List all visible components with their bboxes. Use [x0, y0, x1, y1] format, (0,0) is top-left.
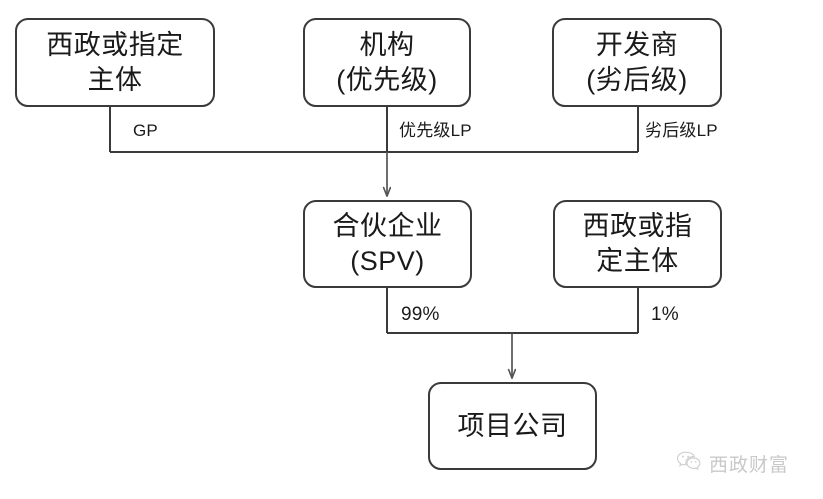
node-kaifashang[interactable]: 开发商 (劣后级) [552, 18, 722, 107]
node-spv[interactable]: 合伙企业 (SPV) [303, 200, 472, 288]
node-line: 机构 [359, 29, 415, 60]
node-line: 西政或指 [582, 211, 693, 242]
node-line: 合伙企业 [332, 211, 443, 242]
watermark: 西政财富 [676, 450, 789, 477]
edge-label-pct-99: 99% [401, 304, 440, 325]
wechat-icon [676, 450, 702, 477]
node-line: (优先级) [336, 64, 438, 95]
node-line: 项目公司 [457, 410, 568, 441]
node-xiangmu-gongsi[interactable]: 项目公司 [428, 382, 597, 470]
edge-label-liehouji-lp: 劣后级LP [645, 121, 718, 140]
node-jigou[interactable]: 机构 (优先级) [303, 18, 471, 107]
edge-label-gp: GP [133, 121, 158, 140]
watermark-text: 西政财富 [709, 455, 790, 476]
node-xizheng-top[interactable]: 西政或指定 主体 [15, 18, 215, 107]
node-line: 定主体 [596, 246, 679, 276]
node-line: 开发商 [595, 29, 679, 60]
node-line: 西政或指定 [46, 29, 184, 60]
node-line: (SPV) [350, 246, 425, 276]
node-xizheng-mid[interactable]: 西政或指 定主体 [553, 200, 722, 288]
node-line: (劣后级) [586, 64, 688, 95]
edge-label-pct-1: 1% [651, 304, 679, 325]
edge-label-youxianji-lp: 优先级LP [399, 121, 472, 140]
node-line: 主体 [87, 64, 143, 95]
